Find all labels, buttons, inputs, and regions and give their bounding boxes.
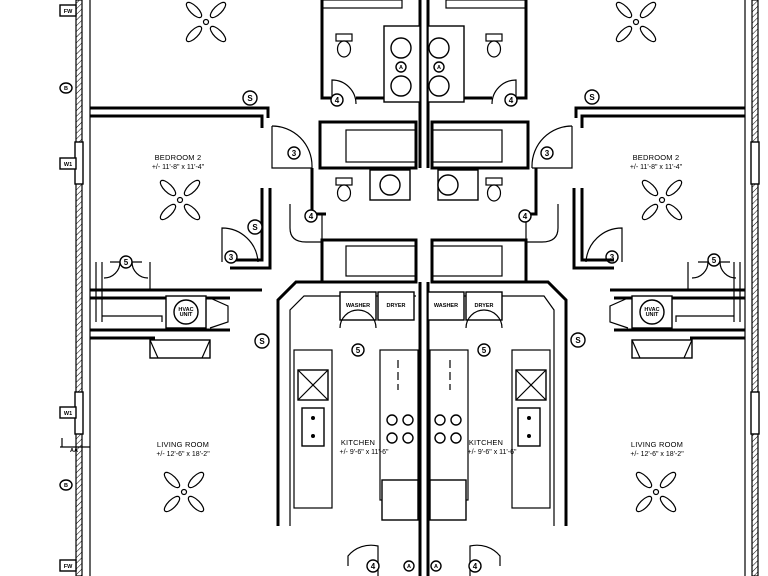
svg-text:KITCHEN: KITCHEN bbox=[341, 438, 375, 447]
svg-text:5: 5 bbox=[356, 346, 361, 355]
exterior-wall-right bbox=[751, 0, 759, 576]
door-tag-4-lower-left: 4 bbox=[366, 559, 380, 573]
svg-text:FW: FW bbox=[64, 564, 73, 570]
access-tag-upper-left: A bbox=[395, 61, 407, 73]
room-label-living-left: LIVING ROOM +/- 12'-6" x 18'-2" bbox=[156, 440, 210, 458]
door-tag-5-closet-left: 5 bbox=[119, 255, 133, 269]
access-tag-upper-right: A bbox=[433, 61, 445, 73]
svg-text:4: 4 bbox=[309, 212, 314, 221]
smoke-detector-right-upper: S bbox=[584, 89, 600, 105]
svg-text:UNIT: UNIT bbox=[646, 312, 659, 318]
svg-text:+/- 11'-8" x 11'-4": +/- 11'-8" x 11'-4" bbox=[630, 164, 683, 171]
door-tag-4-upper-left: 4 bbox=[330, 93, 344, 107]
svg-text:3: 3 bbox=[292, 149, 297, 158]
access-tag-lower-right: A bbox=[430, 560, 442, 572]
svg-text:+/- 9'-6" x 11'-6": +/- 9'-6" x 11'-6" bbox=[340, 449, 389, 456]
svg-text:AA: AA bbox=[70, 448, 78, 454]
smoke-detector-left-mid: S bbox=[247, 219, 263, 235]
svg-text:UNIT: UNIT bbox=[180, 312, 193, 318]
svg-text:3: 3 bbox=[545, 149, 550, 158]
smoke-detector-left-upper: S bbox=[242, 90, 258, 106]
wall-tag-fw-bottom: FW bbox=[59, 559, 77, 572]
svg-text:5: 5 bbox=[482, 346, 487, 355]
svg-text:+/- 11'-8" x 11'-4": +/- 11'-8" x 11'-4" bbox=[152, 164, 205, 171]
svg-text:S: S bbox=[259, 337, 265, 346]
svg-text:B: B bbox=[64, 86, 68, 92]
door-tag-3-left: 3 bbox=[287, 146, 301, 160]
smoke-detector-left-lower: S bbox=[254, 333, 270, 349]
room-label-living-right: LIVING ROOM +/- 12'-6" x 18'-2" bbox=[630, 440, 684, 458]
door-tag-5-closet-right: 5 bbox=[707, 253, 721, 267]
wall-tag-fw-top: FW bbox=[59, 4, 77, 17]
svg-text:3: 3 bbox=[610, 253, 615, 262]
svg-text:S: S bbox=[247, 94, 253, 103]
svg-text:BEDROOM 2: BEDROOM 2 bbox=[155, 153, 202, 162]
svg-text:5: 5 bbox=[124, 258, 129, 267]
door-tag-4-mid-right: 4 bbox=[518, 209, 532, 223]
dryer-left: DRYER bbox=[377, 291, 415, 321]
svg-text:+/- 9'-6" x 11'-6": +/- 9'-6" x 11'-6" bbox=[468, 449, 517, 456]
svg-text:A: A bbox=[407, 564, 411, 570]
svg-text:S: S bbox=[252, 223, 258, 232]
svg-text:A: A bbox=[434, 564, 438, 570]
svg-text:FW: FW bbox=[64, 9, 73, 15]
svg-text:W1: W1 bbox=[64, 162, 72, 168]
svg-text:4: 4 bbox=[371, 562, 376, 571]
svg-text:+/- 12'-6" x 18'-2": +/- 12'-6" x 18'-2" bbox=[630, 451, 684, 458]
svg-text:S: S bbox=[589, 93, 595, 102]
svg-text:4: 4 bbox=[473, 562, 478, 571]
svg-text:HVAC: HVAC bbox=[178, 307, 193, 313]
access-tag-lower-left: A bbox=[403, 560, 415, 572]
svg-text:4: 4 bbox=[523, 212, 528, 221]
svg-text:LIVING ROOM: LIVING ROOM bbox=[631, 440, 683, 449]
hvac-unit-right: HVAC UNIT bbox=[609, 295, 673, 329]
wall-tag-w1-upper: W1 bbox=[59, 157, 77, 170]
door-tag-4-lower-right: 4 bbox=[468, 559, 482, 573]
svg-text:+/- 12'-6" x 18'-2": +/- 12'-6" x 18'-2" bbox=[156, 451, 210, 458]
wall-tag-b-upper: B bbox=[59, 82, 73, 94]
svg-text:DRYER: DRYER bbox=[474, 303, 493, 309]
svg-text:5: 5 bbox=[712, 256, 717, 265]
room-label-bedroom-left: BEDROOM 2 +/- 11'-8" x 11'-4" bbox=[152, 153, 205, 171]
room-label-bedroom-right: BEDROOM 2 +/- 11'-8" x 11'-4" bbox=[630, 153, 683, 171]
svg-text:B: B bbox=[64, 483, 68, 489]
svg-text:4: 4 bbox=[335, 96, 340, 105]
door-tag-3-left-b: 3 bbox=[224, 250, 238, 264]
section-tag-aa: AA bbox=[60, 438, 90, 454]
door-tag-4-upper-right: 4 bbox=[504, 93, 518, 107]
door-tag-5-laundry-left: 5 bbox=[351, 343, 365, 357]
room-label-kitchen-left: KITCHEN +/- 9'-6" x 11'-6" bbox=[340, 438, 389, 456]
washer-right: WASHER bbox=[427, 291, 465, 321]
svg-text:LIVING ROOM: LIVING ROOM bbox=[157, 440, 209, 449]
svg-text:A: A bbox=[399, 65, 403, 71]
wall-tag-b-lower: B bbox=[59, 479, 73, 491]
wall-tag-w1-lower: W1 bbox=[59, 406, 77, 419]
svg-text:3: 3 bbox=[229, 253, 234, 262]
svg-text:WASHER: WASHER bbox=[434, 303, 458, 309]
door-tag-4-mid-left: 4 bbox=[304, 209, 318, 223]
window-right-upper bbox=[750, 141, 760, 185]
room-label-kitchen-right: KITCHEN +/- 9'-6" x 11'-6" bbox=[468, 438, 517, 456]
svg-text:4: 4 bbox=[509, 96, 514, 105]
svg-text:KITCHEN: KITCHEN bbox=[469, 438, 503, 447]
hvac-unit-left: HVAC UNIT bbox=[165, 295, 229, 329]
door-tag-5-laundry-right: 5 bbox=[477, 343, 491, 357]
svg-text:W1: W1 bbox=[64, 411, 72, 417]
svg-text:DRYER: DRYER bbox=[386, 303, 405, 309]
svg-text:S: S bbox=[575, 336, 581, 345]
svg-text:HVAC: HVAC bbox=[644, 307, 659, 313]
svg-text:A: A bbox=[437, 65, 441, 71]
svg-text:WASHER: WASHER bbox=[346, 303, 370, 309]
smoke-detector-right-lower: S bbox=[570, 332, 586, 348]
door-tag-3-right: 3 bbox=[540, 146, 554, 160]
svg-text:BEDROOM 2: BEDROOM 2 bbox=[633, 153, 680, 162]
exterior-wall-left bbox=[75, 0, 83, 576]
window-right-lower bbox=[750, 391, 760, 435]
